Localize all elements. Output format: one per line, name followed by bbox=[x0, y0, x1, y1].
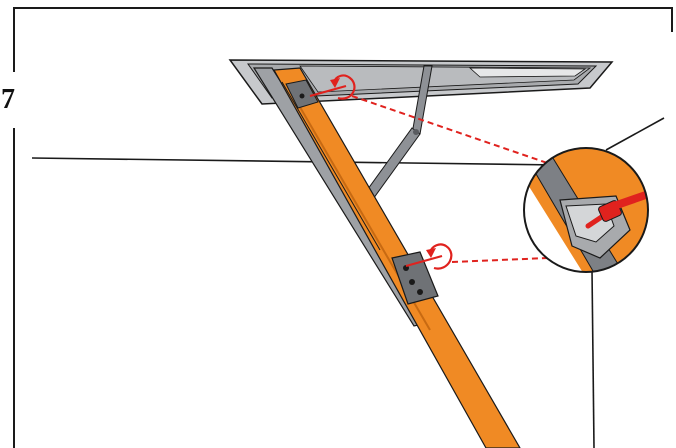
page-frame bbox=[13, 7, 673, 448]
room-lines bbox=[31, 117, 665, 448]
hinge-bracket-upper bbox=[285, 79, 319, 109]
screw-icon-upper bbox=[309, 74, 356, 100]
screw-icon-lower bbox=[405, 243, 453, 270]
step-number: 7 bbox=[1, 84, 15, 115]
rotate-arrow-icon-lower bbox=[428, 243, 453, 270]
hinge-bracket-lower bbox=[391, 251, 439, 305]
magnifier-callout bbox=[523, 147, 649, 273]
support-arm bbox=[359, 65, 433, 207]
leader-lines bbox=[351, 95, 557, 263]
rotate-arrow-icon-upper bbox=[332, 74, 356, 100]
